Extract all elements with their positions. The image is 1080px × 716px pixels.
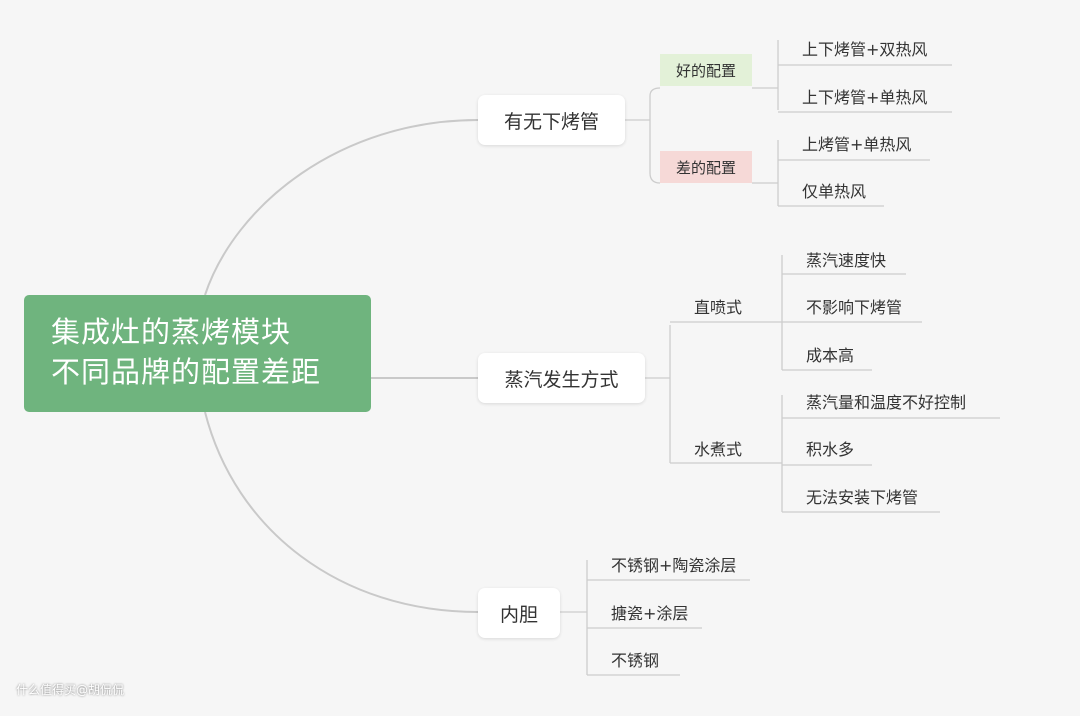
root-topic[interactable]: 集成灶的蒸烤模块 不同品牌的配置差距 [24,295,371,412]
branch-liner[interactable]: 内胆 [478,588,560,638]
connector-good-items [752,40,779,110]
leaf-bad-config-1[interactable]: 上烤管+单热风 [802,135,912,154]
root-title-line2: 不同品牌的配置差距 [51,355,322,389]
sub-direct-spray[interactable]: 直喷式 [694,298,743,317]
leaf-direct-2[interactable]: 不影响下烤管 [806,298,903,317]
branch-steam[interactable]: 蒸汽发生方式 [478,353,645,403]
connector-good-config [649,87,661,97]
connector-root-lower-tube [204,119,479,296]
leaf-direct-3[interactable]: 成本高 [806,346,855,365]
leaf-boil-3[interactable]: 无法安装下烤管 [806,488,919,507]
connector-bad-config [649,172,661,184]
tag-bad-config[interactable]: 差的配置 [660,151,752,183]
branch-lower-tube[interactable]: 有无下烤管 [478,95,625,145]
leaf-bad-config-2[interactable]: 仅单热风 [802,182,867,201]
sub-water-boil[interactable]: 水煮式 [694,440,743,459]
footer-credit: 什么值得买@胡侃侃 [16,683,125,697]
leaf-direct-1[interactable]: 蒸汽速度快 [806,251,887,270]
leaf-boil-1[interactable]: 蒸汽量和温度不好控制 [806,393,967,412]
tag-good-config[interactable]: 好的配置 [660,54,752,86]
leaf-liner-3[interactable]: 不锈钢 [611,651,660,670]
connector-bad-items [752,140,779,206]
leaf-boil-2[interactable]: 积水多 [806,440,855,459]
connector-root-liner [204,411,479,613]
leaf-liner-1[interactable]: 不锈钢+陶瓷涂层 [611,556,737,575]
root-title-line1: 集成灶的蒸烤模块 [51,315,292,349]
leaf-liner-2[interactable]: 搪瓷+涂层 [611,604,689,623]
leaf-good-config-2[interactable]: 上下烤管+单热风 [802,88,928,107]
leaf-good-config-1[interactable]: 上下烤管+双热风 [802,40,928,59]
